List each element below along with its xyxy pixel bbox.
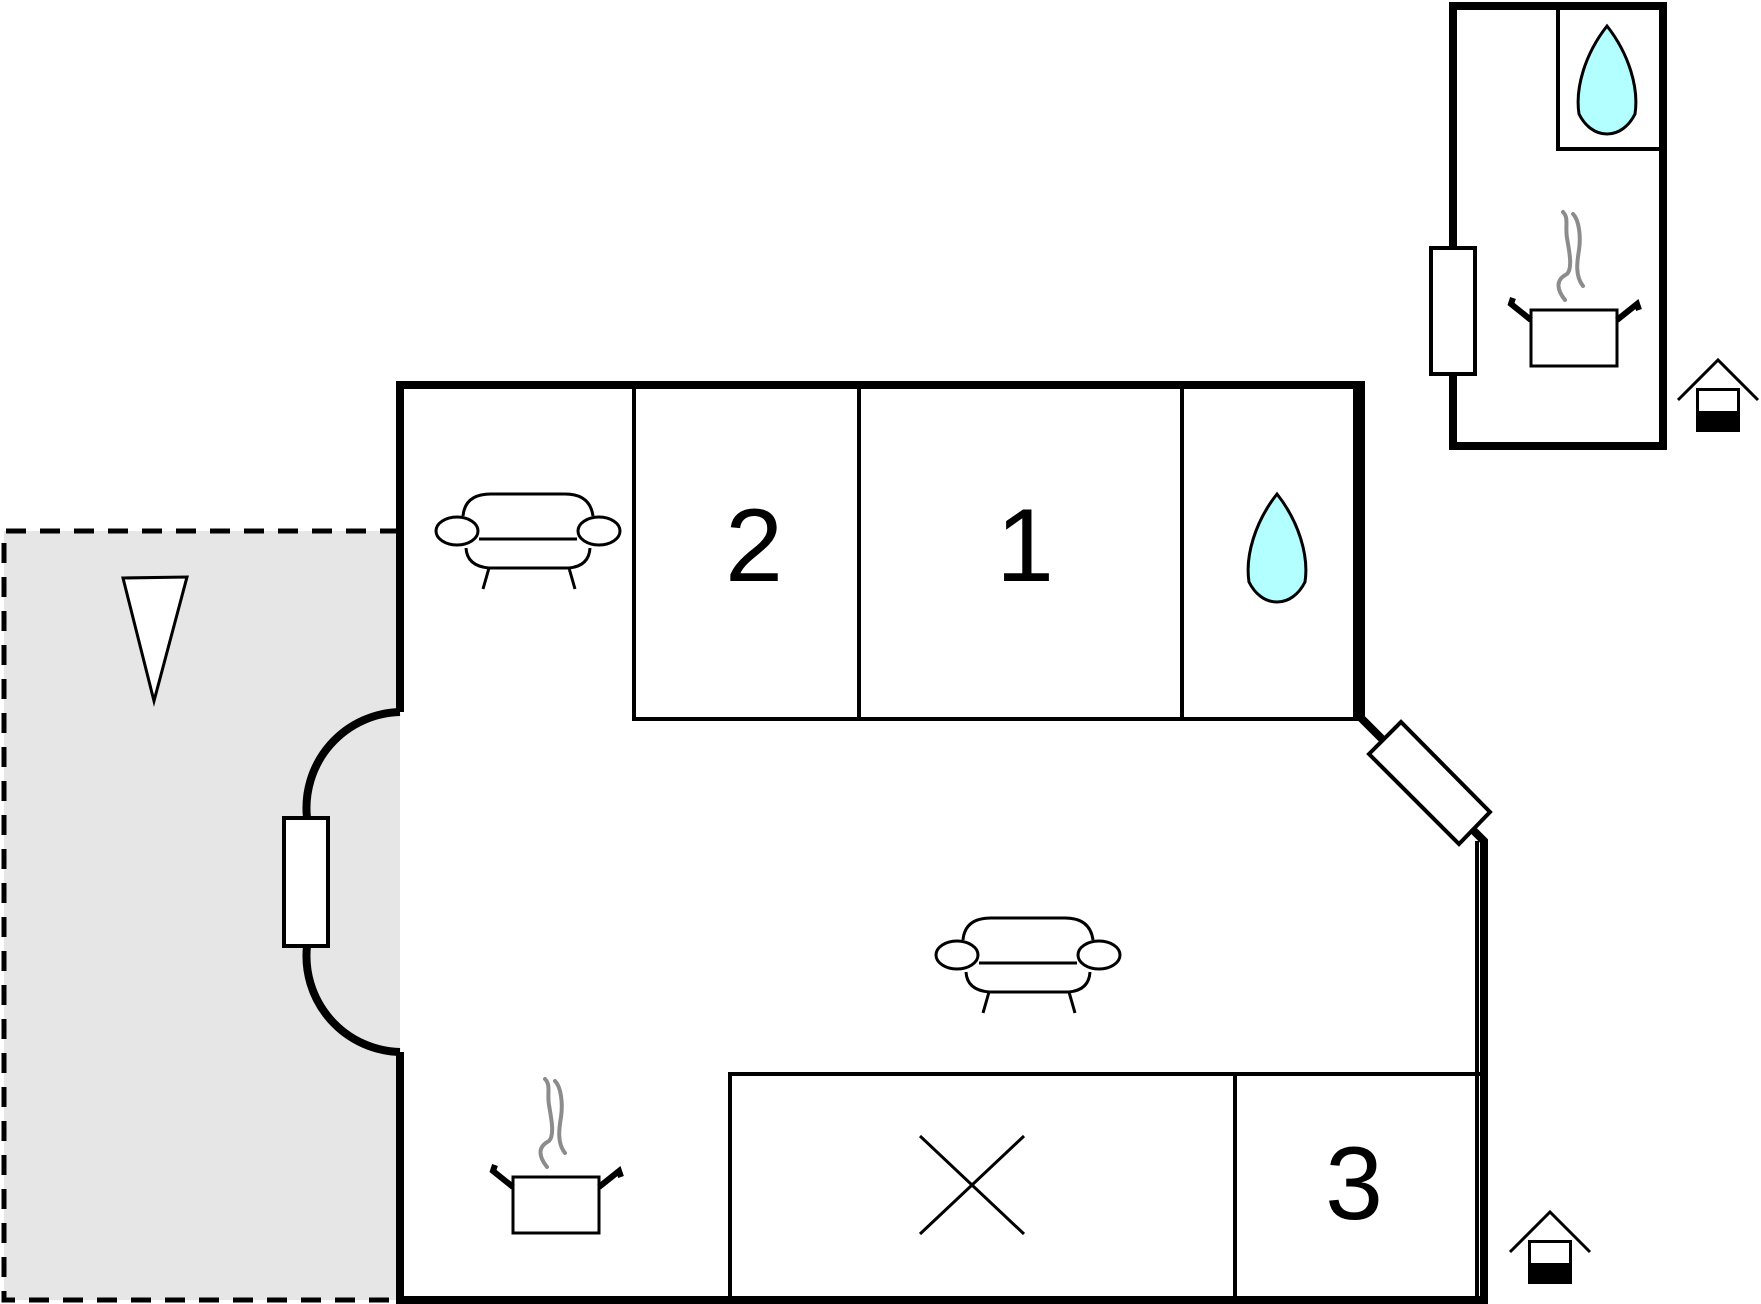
bay-wall-lower [302, 945, 401, 1056]
cross-icon [918, 1134, 1026, 1236]
main-house-outer-wall [396, 381, 1488, 1304]
room-label-2: 2 [725, 488, 783, 604]
cooking-pot-icon [1511, 212, 1639, 366]
main-house: 2 1 3 [282, 381, 1493, 1304]
terrace-fill [4, 531, 400, 1300]
house-entrance-icon [1508, 1210, 1592, 1286]
room-label-3: 3 [1325, 1126, 1383, 1242]
annex-house [1429, 2, 1667, 450]
sofa-icon [934, 916, 1122, 1015]
entrance-door-frame [1366, 719, 1493, 847]
window-icon [282, 816, 330, 948]
bay-wall-upper [302, 708, 401, 819]
top-rooms-bottom-wall [632, 389, 1361, 721]
water-drop-icon [1246, 492, 1308, 604]
cooking-pot-icon [493, 1079, 621, 1233]
terrace-border [1, 528, 400, 1303]
bottom-rooms-top-wall [728, 1072, 1480, 1296]
room-label-1: 1 [996, 488, 1054, 604]
annex-bathroom-wall [1556, 10, 1659, 151]
annex-outer-wall [1449, 2, 1667, 450]
water-drop-icon [1576, 24, 1638, 136]
house-entrance-icon [1676, 358, 1760, 434]
window-icon [1429, 246, 1477, 376]
terrace [1, 528, 400, 1303]
sofa-icon [434, 492, 622, 591]
compass-triangle-icon [121, 575, 189, 707]
